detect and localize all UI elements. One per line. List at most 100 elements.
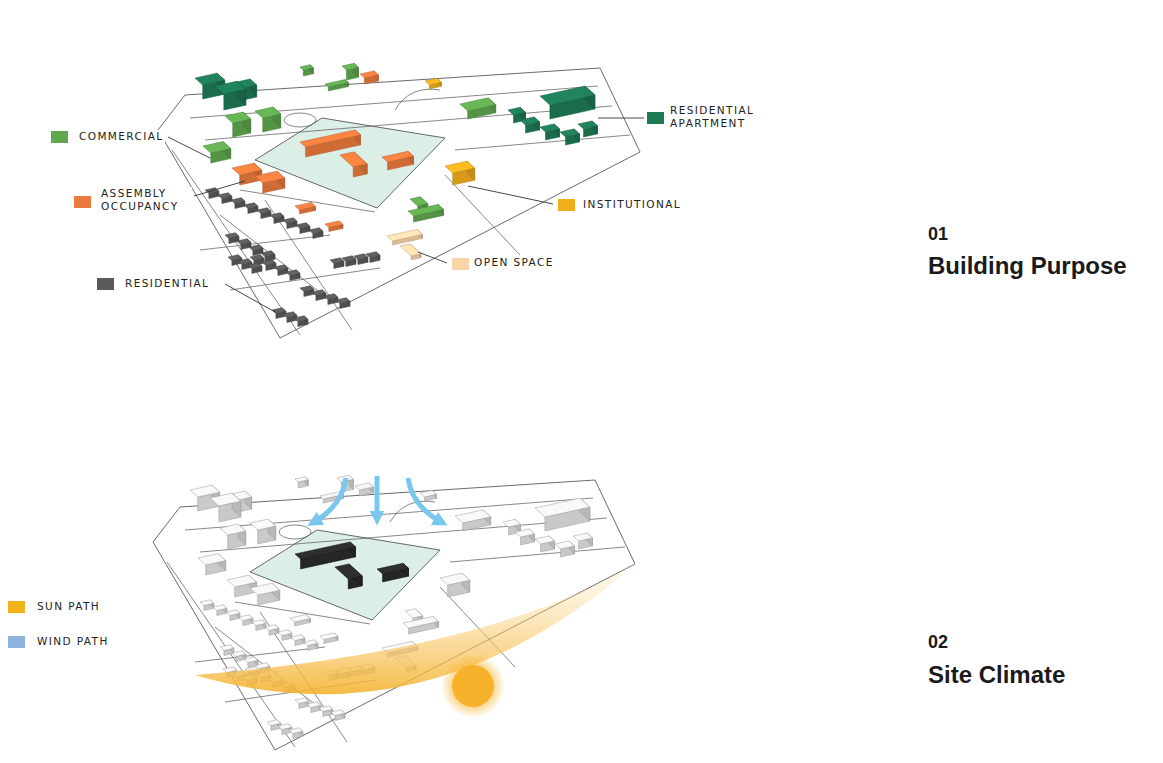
building — [237, 239, 251, 250]
building-roof — [210, 493, 241, 506]
building-roof — [291, 635, 305, 641]
leader-line — [598, 118, 644, 119]
building — [239, 615, 253, 626]
building — [250, 583, 280, 605]
wind-arrow — [408, 478, 441, 522]
street-line — [455, 135, 630, 150]
sun — [452, 665, 494, 707]
street-line — [200, 235, 330, 250]
building-roof — [515, 529, 535, 537]
building-roof — [440, 573, 470, 585]
street-line — [450, 547, 625, 562]
legend-label: WIND PATH — [36, 635, 110, 648]
building — [257, 208, 271, 219]
building — [340, 152, 367, 177]
building — [560, 129, 580, 145]
building-roof — [503, 519, 521, 527]
building — [295, 698, 309, 709]
building-roof — [360, 71, 378, 78]
building — [267, 720, 281, 731]
building-roof — [387, 229, 423, 241]
building — [228, 255, 242, 266]
building — [286, 270, 300, 281]
building — [278, 630, 292, 641]
building-roof — [342, 63, 358, 70]
street-line — [167, 562, 295, 747]
building — [225, 233, 239, 244]
building-roof — [290, 614, 310, 622]
building — [225, 112, 251, 137]
building — [330, 258, 344, 269]
building — [300, 65, 313, 76]
building — [300, 286, 314, 297]
building — [403, 616, 439, 634]
building — [319, 706, 333, 717]
legend-swatch — [8, 636, 25, 648]
building — [312, 290, 326, 301]
building-roof — [324, 294, 338, 300]
building — [291, 635, 305, 646]
building-roof — [227, 575, 257, 587]
building-roof — [540, 124, 560, 132]
building — [520, 117, 540, 133]
building — [573, 533, 593, 549]
building — [460, 98, 496, 119]
legend-label: RESIDENTIAL — [124, 277, 210, 290]
street-line — [265, 200, 352, 330]
building-roof — [249, 245, 263, 251]
building-roof — [237, 239, 251, 245]
building — [578, 121, 598, 137]
building-roof — [335, 564, 362, 579]
building — [382, 151, 414, 170]
building-roof — [213, 605, 227, 611]
building — [210, 493, 241, 522]
building-roof — [295, 542, 356, 559]
building — [342, 63, 358, 80]
building — [420, 490, 436, 501]
building — [215, 81, 246, 110]
building — [255, 171, 285, 193]
building-roof — [535, 536, 555, 544]
building-roof — [232, 163, 262, 175]
building — [231, 198, 245, 209]
site-map — [158, 63, 640, 338]
open-area — [250, 530, 440, 620]
building-roof — [215, 81, 246, 94]
building-roof — [307, 702, 321, 708]
building — [336, 298, 350, 309]
building — [244, 203, 258, 214]
open-area — [255, 118, 445, 208]
building-roof — [220, 524, 246, 535]
building-roof — [228, 255, 242, 261]
climate-overlay — [195, 476, 640, 718]
building — [262, 260, 276, 271]
building — [304, 640, 318, 651]
building-roof — [420, 490, 436, 497]
building — [387, 229, 423, 245]
building-roof — [218, 193, 232, 199]
section-number: 02 — [928, 632, 948, 653]
building-roof — [403, 616, 439, 628]
building-roof — [272, 308, 286, 314]
building — [198, 554, 226, 575]
legend-swatch — [51, 131, 68, 143]
building — [289, 728, 303, 739]
building — [255, 107, 281, 132]
building-roof — [248, 263, 262, 269]
building-roof — [300, 130, 361, 147]
building-roof — [256, 663, 270, 669]
building-roof — [283, 218, 297, 224]
building-roof — [270, 213, 284, 219]
legend-label: SUN PATH — [36, 600, 101, 613]
building-roof — [257, 208, 271, 214]
building-roof — [560, 129, 580, 137]
leader-line — [418, 252, 447, 263]
roundabout — [284, 113, 316, 127]
building — [283, 312, 297, 323]
building-roof — [408, 204, 444, 216]
building-roof — [239, 615, 253, 621]
building — [540, 86, 595, 119]
wind-arrow — [314, 478, 346, 522]
